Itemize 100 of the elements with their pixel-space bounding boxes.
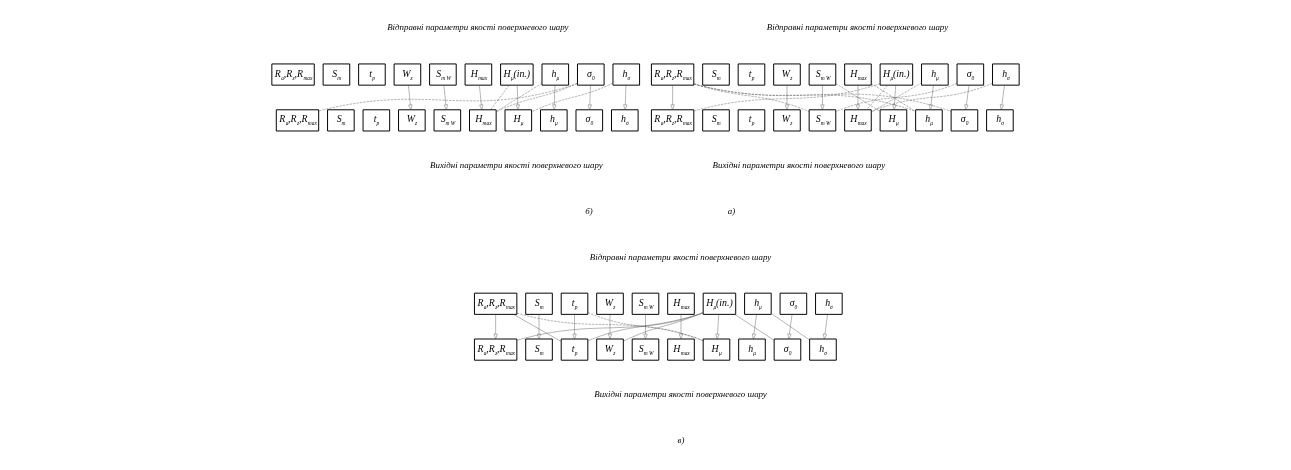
node-box: S$_{m}$ bbox=[702, 109, 730, 132]
connector bbox=[835, 83, 881, 112]
node-box: S$_{m W}$ bbox=[631, 292, 660, 315]
node-box: S$_{m W}$ bbox=[433, 109, 462, 132]
label: Вихідні параметри якості поверхневого шару bbox=[712, 159, 886, 170]
node-box: H$_{max}$ bbox=[469, 109, 497, 132]
node-box: R$_{a}$,R$_{z}$,R$_{max}$ bbox=[650, 63, 695, 86]
node-box: S$_{m}$ bbox=[327, 109, 355, 132]
label: Відправні параметри якості поверхневого шару bbox=[766, 22, 949, 33]
node-box: R$_{a}$,R$_{z}$,R$_{max}$ bbox=[271, 63, 315, 86]
node-box: h$_{μ}$ bbox=[744, 292, 772, 315]
node-box: H$_{max}$ bbox=[464, 63, 493, 86]
label: Відправні параметри якості поверхневого шару bbox=[589, 251, 772, 262]
node-box: S$_{m W}$ bbox=[808, 63, 837, 86]
node-box: S$_{m W}$ bbox=[429, 63, 457, 86]
node-box: H$_{μ}$(in.) bbox=[500, 63, 534, 86]
node-box: H$_{max}$ bbox=[667, 292, 695, 315]
node-box: h$_{μ}$ bbox=[915, 109, 943, 132]
node-box: H$_{max}$ bbox=[844, 109, 872, 132]
arrow bbox=[537, 314, 541, 340]
node-box: H$_{μ}$(in.) bbox=[702, 292, 737, 315]
connector bbox=[866, 85, 888, 110]
node-box: σ$_{0}$ bbox=[577, 63, 605, 86]
connector bbox=[693, 83, 881, 112]
arrow bbox=[964, 85, 970, 110]
node-box: S$_{m W}$ bbox=[808, 109, 837, 132]
arrow bbox=[493, 314, 498, 340]
node-box: S$_{m}$ bbox=[322, 63, 351, 86]
node-box: R$_{a}$,R$_{z}$,R$_{max}$ bbox=[275, 109, 320, 132]
node-box: W$_{z}$ bbox=[393, 63, 422, 86]
node-box: S$_{m W}$ bbox=[631, 338, 660, 361]
connector bbox=[318, 83, 578, 112]
connector bbox=[771, 313, 810, 340]
arrow bbox=[823, 314, 828, 340]
connector bbox=[496, 83, 543, 112]
node-box: h$_{σ}$ bbox=[612, 63, 641, 86]
node-box: W$_{z}$ bbox=[596, 338, 624, 361]
arrow bbox=[820, 85, 825, 110]
label: а) bbox=[727, 205, 736, 216]
node-box: R$_{a}$,R$_{z}$,R$_{max}$ bbox=[650, 109, 695, 132]
node-box: H$_{μ}$ bbox=[702, 338, 731, 361]
node-box: S$_{m}$ bbox=[525, 338, 553, 361]
connector bbox=[587, 312, 704, 342]
connector bbox=[734, 314, 775, 341]
arrow bbox=[670, 85, 675, 110]
node-box: W$_{z}$ bbox=[773, 63, 801, 86]
arrow bbox=[929, 85, 934, 110]
arrow bbox=[608, 314, 612, 340]
connector bbox=[623, 312, 704, 342]
node-box: R$_{a}$,R$_{z}$,R$_{max}$ bbox=[473, 338, 518, 361]
node-box: t$_{p}$ bbox=[560, 338, 589, 361]
label: Вихідні параметри якості поверхневого шару bbox=[594, 389, 767, 400]
node-box: R$_{a}$,R$_{z}$,R$_{max}$ bbox=[473, 292, 518, 315]
node-box: h$_{σ}$ bbox=[986, 109, 1014, 132]
arrow bbox=[515, 85, 520, 110]
connector bbox=[496, 82, 578, 113]
node-box: h$_{μ}$ bbox=[541, 63, 570, 86]
connector bbox=[871, 82, 922, 113]
node-box: t$_{p}$ bbox=[737, 109, 766, 132]
node-box: H$_{max}$ bbox=[844, 63, 872, 86]
node-box: W$_{z}$ bbox=[773, 109, 801, 132]
arrow bbox=[572, 314, 577, 340]
node-box: S$_{m}$ bbox=[525, 292, 553, 315]
arrow bbox=[552, 85, 557, 110]
node-box: h$_{σ}$ bbox=[611, 109, 639, 132]
connector bbox=[513, 314, 562, 342]
node-box: σ$_{0}$ bbox=[575, 109, 604, 132]
arrow bbox=[587, 85, 592, 110]
node-box: t$_{p}$ bbox=[362, 109, 391, 132]
node-box: σ$_{0}$ bbox=[950, 109, 979, 132]
node-box: W$_{z}$ bbox=[596, 292, 624, 315]
arrow bbox=[408, 85, 413, 110]
arrow bbox=[856, 85, 860, 110]
arrow bbox=[892, 85, 897, 110]
node-box: h$_{σ}$ bbox=[809, 338, 837, 361]
arrow bbox=[715, 314, 720, 340]
node-box: t$_{p}$ bbox=[560, 292, 589, 315]
arrow bbox=[1000, 85, 1005, 110]
node-box: h$_{μ}$ bbox=[738, 338, 766, 361]
arrow bbox=[785, 85, 789, 110]
arrow bbox=[479, 85, 484, 110]
node-box: W$_{z}$ bbox=[398, 109, 426, 132]
connector bbox=[490, 85, 510, 110]
node-box: σ$_{0}$ bbox=[773, 338, 802, 361]
node-box: h$_{σ}$ bbox=[815, 292, 843, 315]
arrow bbox=[623, 85, 628, 110]
label: б) bbox=[585, 205, 593, 216]
node-box: t$_{p}$ bbox=[358, 63, 386, 86]
arrow bbox=[679, 314, 683, 340]
connector bbox=[531, 82, 614, 113]
node-box: H$_{μ}$(in.) bbox=[879, 63, 914, 86]
node-box: H$_{μ}$ bbox=[879, 109, 908, 132]
connector bbox=[835, 83, 958, 112]
node-box: σ$_{0}$ bbox=[956, 63, 985, 86]
label: Відправні параметри якості поверхневого шару bbox=[387, 22, 569, 33]
arrow bbox=[443, 85, 448, 110]
label: Вихідні параметри якості поверхневого шару bbox=[430, 159, 603, 170]
connector bbox=[871, 83, 993, 112]
node-box: h$_{μ}$ bbox=[921, 63, 949, 86]
node-box: h$_{σ}$ bbox=[992, 63, 1020, 86]
